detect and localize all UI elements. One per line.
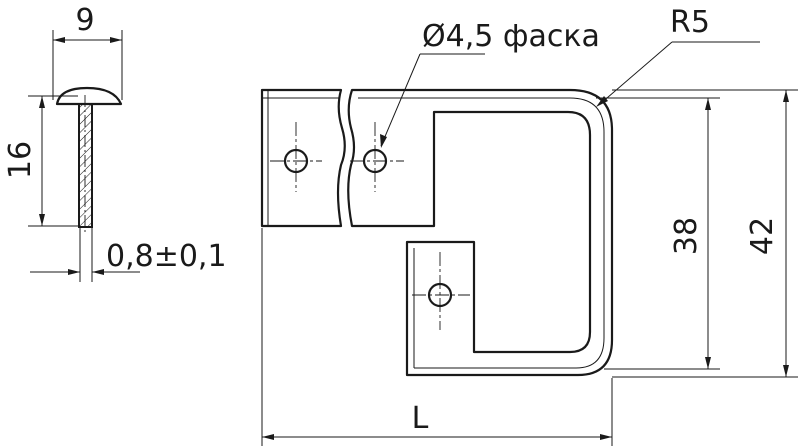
hole-left-tab xyxy=(270,122,322,192)
dimension-16: 16 xyxy=(3,95,78,227)
hole-middle xyxy=(350,122,404,192)
u-body-inner-line xyxy=(358,97,605,369)
radius-label: R5 xyxy=(670,5,710,40)
dimension-16-label: 16 xyxy=(3,141,38,179)
leader-hole: Ø4,5 фаска xyxy=(380,19,600,148)
dimension-38: 38 xyxy=(596,97,720,370)
hole-label: Ø4,5 фаска xyxy=(422,19,600,54)
side-view-stem xyxy=(78,103,93,228)
dimension-42-label: 42 xyxy=(745,217,780,255)
side-view xyxy=(55,86,123,235)
dimension-thickness: 0,8±0,1 xyxy=(30,226,227,282)
dimension-L: L xyxy=(261,228,613,446)
dimension-L-label: L xyxy=(412,401,429,436)
dimension-thickness-label: 0,8±0,1 xyxy=(106,239,227,274)
front-view xyxy=(260,88,614,377)
u-body xyxy=(347,88,614,377)
leader-radius: R5 xyxy=(596,5,760,107)
dimension-38-label: 38 xyxy=(669,217,704,255)
dimension-42: 42 xyxy=(612,89,798,378)
dimension-9-label: 9 xyxy=(75,3,94,38)
dimension-9: 9 xyxy=(52,3,123,100)
hole-bottom xyxy=(412,252,470,330)
